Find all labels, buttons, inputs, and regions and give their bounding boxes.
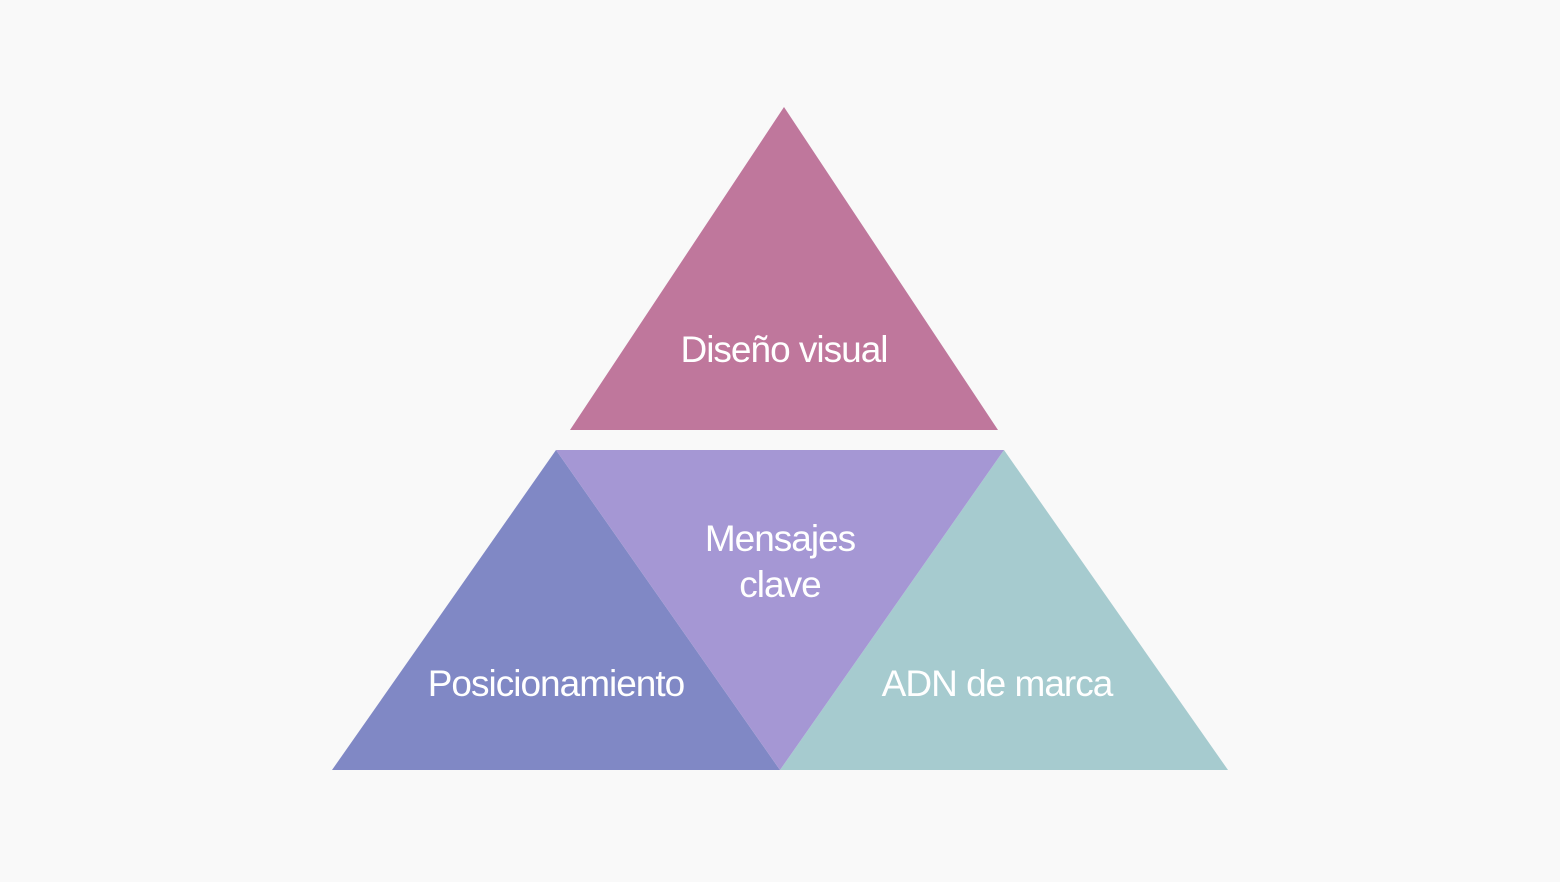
top-segment-label: Diseño visual bbox=[680, 329, 888, 370]
center-segment-label-line1: Mensajes bbox=[704, 518, 856, 559]
center-segment-label: Mensajes clave bbox=[704, 516, 856, 608]
left-triangle-positioning bbox=[332, 450, 780, 770]
center-segment-label-line2: clave bbox=[739, 564, 821, 605]
left-segment-label: Posicionamiento bbox=[427, 663, 685, 704]
right-segment-label: ADN de marca bbox=[881, 663, 1114, 704]
right-triangle-brand-dna bbox=[780, 450, 1228, 770]
center-triangle-key-messages bbox=[556, 450, 1004, 770]
top-triangle-visual-design bbox=[570, 107, 998, 430]
